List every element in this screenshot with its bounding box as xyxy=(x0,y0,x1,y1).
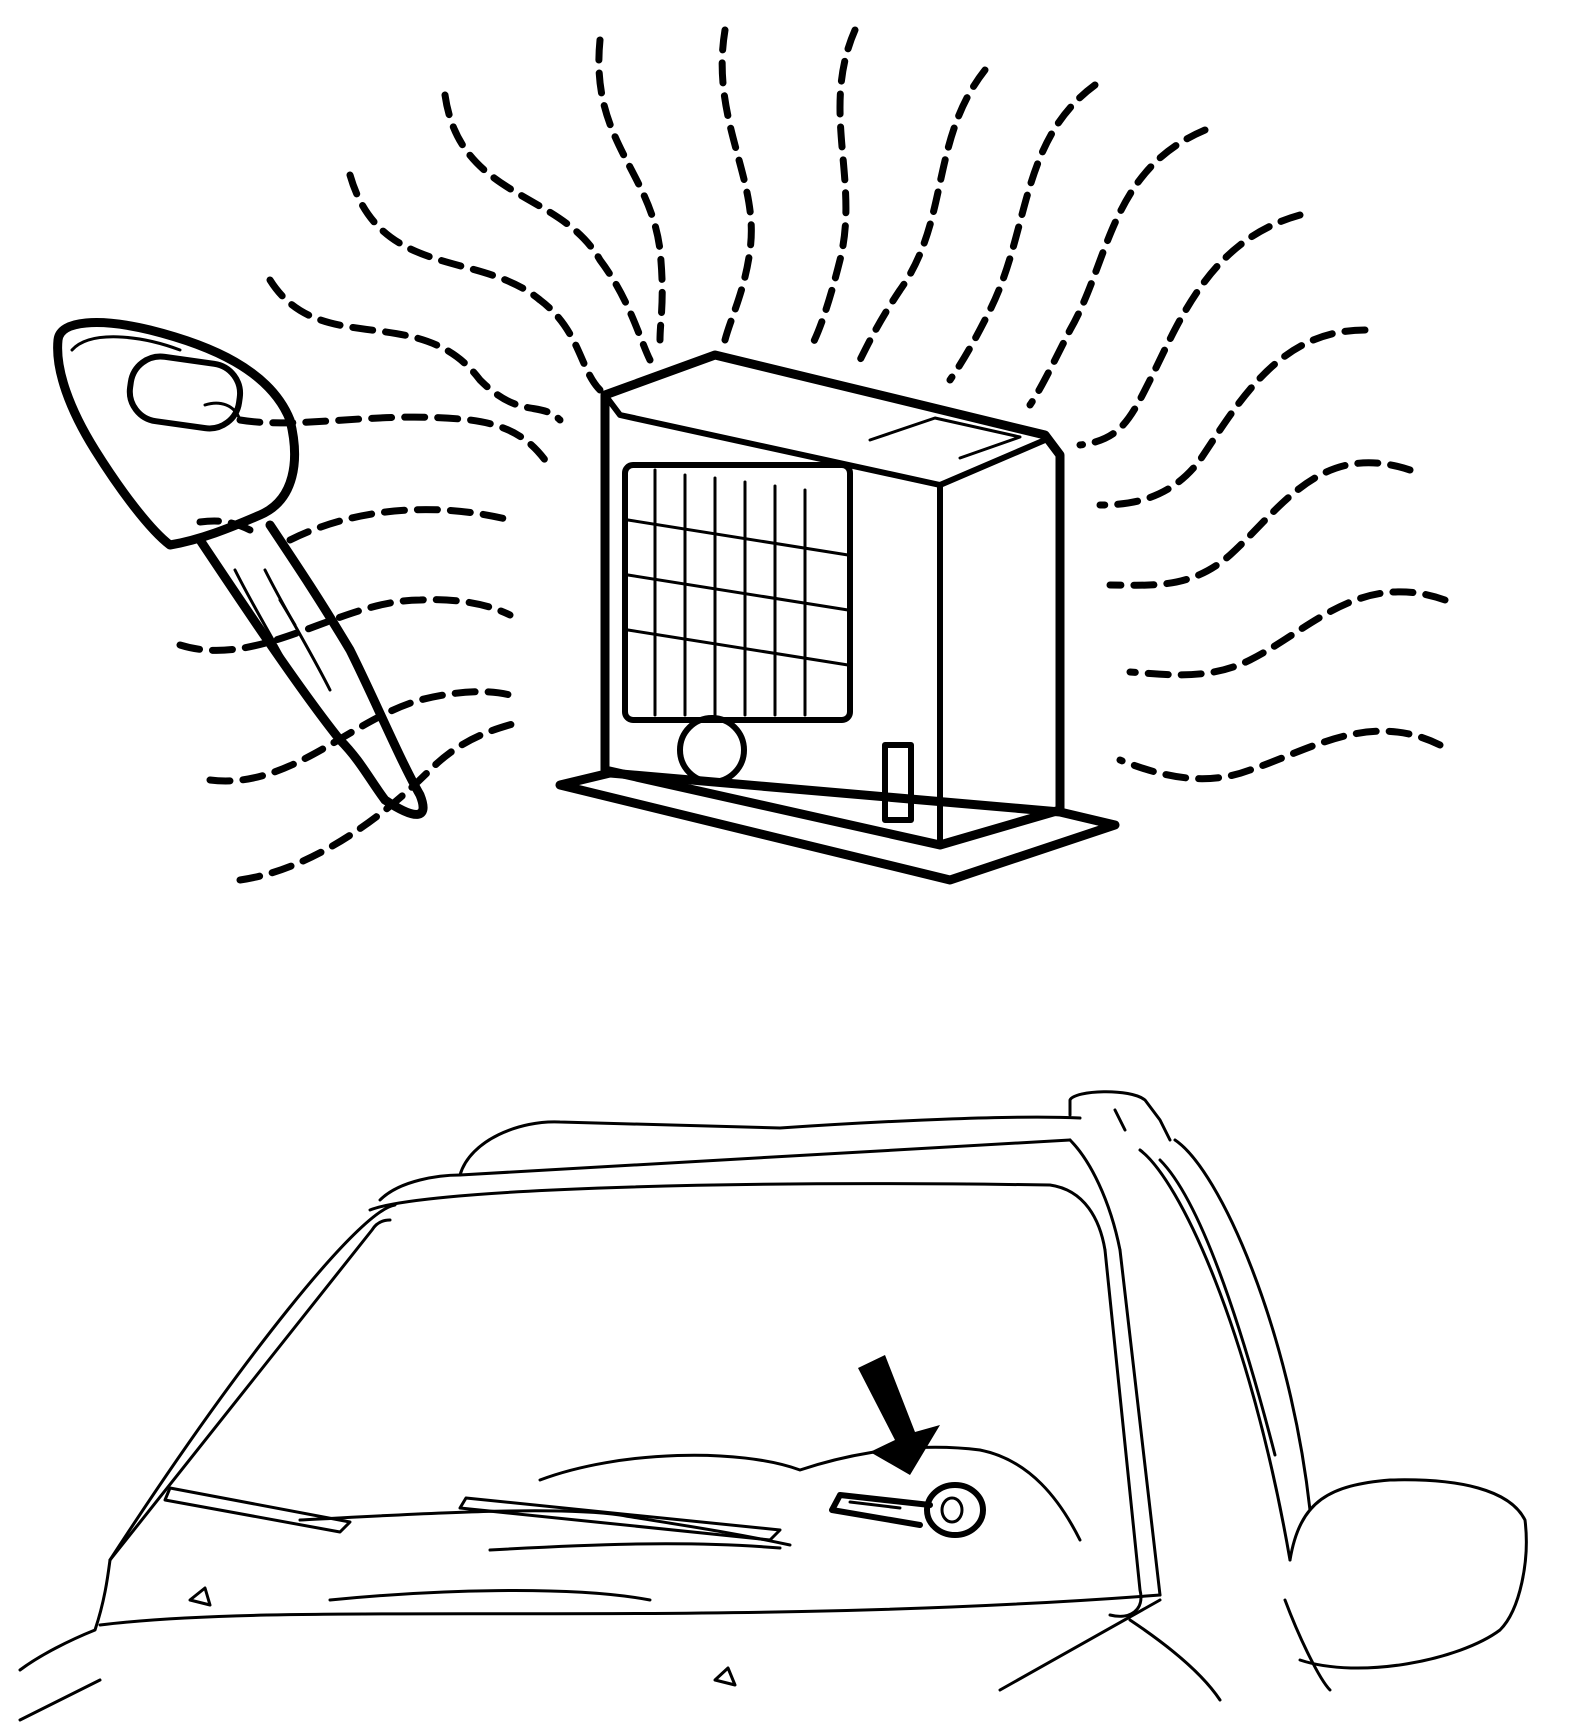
arrow-down-icon xyxy=(858,1355,940,1475)
key-icon xyxy=(53,318,428,819)
key-in-dashboard xyxy=(829,1482,986,1538)
top-panel xyxy=(53,26,1449,885)
heater-icon xyxy=(555,350,1120,885)
bottom-panel xyxy=(18,1090,1528,1722)
car-illustration xyxy=(18,1090,1528,1722)
